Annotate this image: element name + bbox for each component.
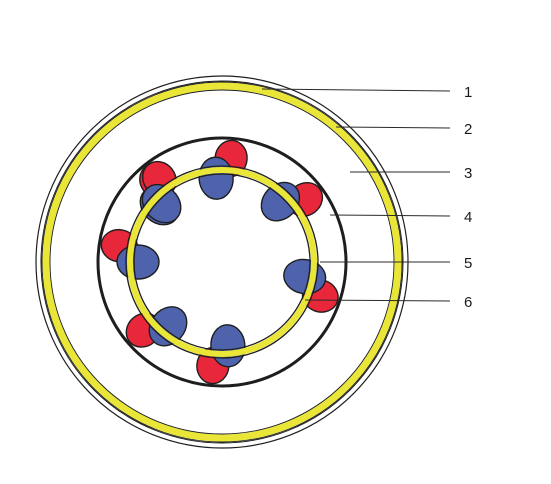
- label-1: 1: [464, 84, 472, 101]
- blue-lobe-6: [116, 244, 160, 280]
- label-4: 4: [464, 209, 472, 226]
- blue-lobe-5: [148, 306, 188, 347]
- label-2: 2: [464, 121, 472, 138]
- leader-line-6: [304, 299, 451, 302]
- leader-lines: [261, 88, 451, 302]
- label-6: 6: [464, 294, 472, 311]
- label-3: 3: [464, 165, 472, 182]
- labels: 1 2 3 4 5 6: [464, 84, 472, 311]
- inner-yellow-ring: [127, 167, 317, 357]
- leader-line-4: [329, 214, 451, 217]
- inner-yellow-ring-edge-outer: [125, 165, 319, 359]
- blue-lobe-8: [141, 183, 182, 224]
- leader-line-2: [335, 126, 451, 129]
- lobe-group: [100, 139, 339, 385]
- inner-ring-group: [125, 165, 319, 359]
- label-5: 5: [464, 255, 472, 272]
- leader-line-1: [261, 88, 451, 92]
- blue-lobe-2: [260, 181, 301, 222]
- inner-yellow-ring-edge-inner: [133, 173, 311, 351]
